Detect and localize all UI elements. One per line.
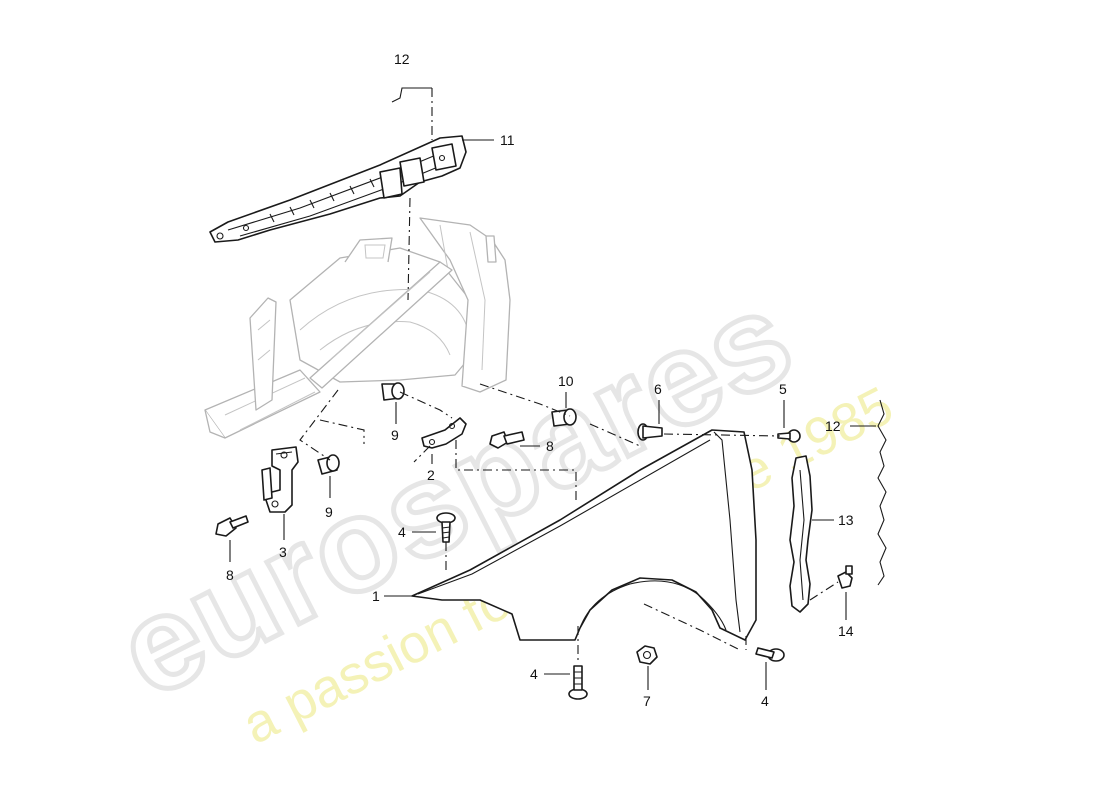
seal-strip-part-13 (789, 455, 813, 613)
callout-2: 2 (427, 467, 435, 483)
callout-11: 11 (500, 132, 515, 148)
assembly-lines (299, 88, 839, 660)
callout-5: 5 (779, 381, 787, 397)
callout-4-upper: 4 (398, 524, 406, 540)
bracket-part-3 (261, 446, 299, 513)
rubber-buffers (317, 382, 577, 475)
callout-7: 7 (643, 693, 651, 709)
upper-carrier-part-11 (209, 135, 467, 243)
section-line-part-12 (877, 399, 887, 586)
callout-labels: 12 11 10 9 9 8 8 2 3 6 5 12 13 4 1 14 4 … (226, 51, 854, 709)
callout-1: 1 (372, 588, 380, 604)
small-fasteners (636, 423, 853, 665)
leader-lines (229, 87, 876, 690)
bracket-part-2 (421, 417, 467, 449)
callout-4-right: 4 (761, 693, 769, 709)
body-structure (204, 217, 511, 439)
callout-8-left: 8 (226, 567, 234, 583)
callout-4-lower: 4 (530, 666, 538, 682)
callout-13: 13 (838, 512, 854, 528)
callout-10: 10 (558, 373, 574, 389)
callout-3: 3 (279, 544, 287, 560)
callout-12-top: 12 (394, 51, 410, 67)
screws-part-4 (436, 512, 785, 700)
callout-14: 14 (838, 623, 854, 639)
callout-6: 6 (654, 381, 662, 397)
callout-12-right: 12 (825, 418, 841, 434)
callout-8-right: 8 (546, 438, 554, 454)
front-fender-part-1 (411, 429, 757, 641)
callout-9-lower: 9 (325, 504, 333, 520)
bolts-part-8 (215, 431, 525, 537)
callout-9-upper: 9 (391, 427, 399, 443)
